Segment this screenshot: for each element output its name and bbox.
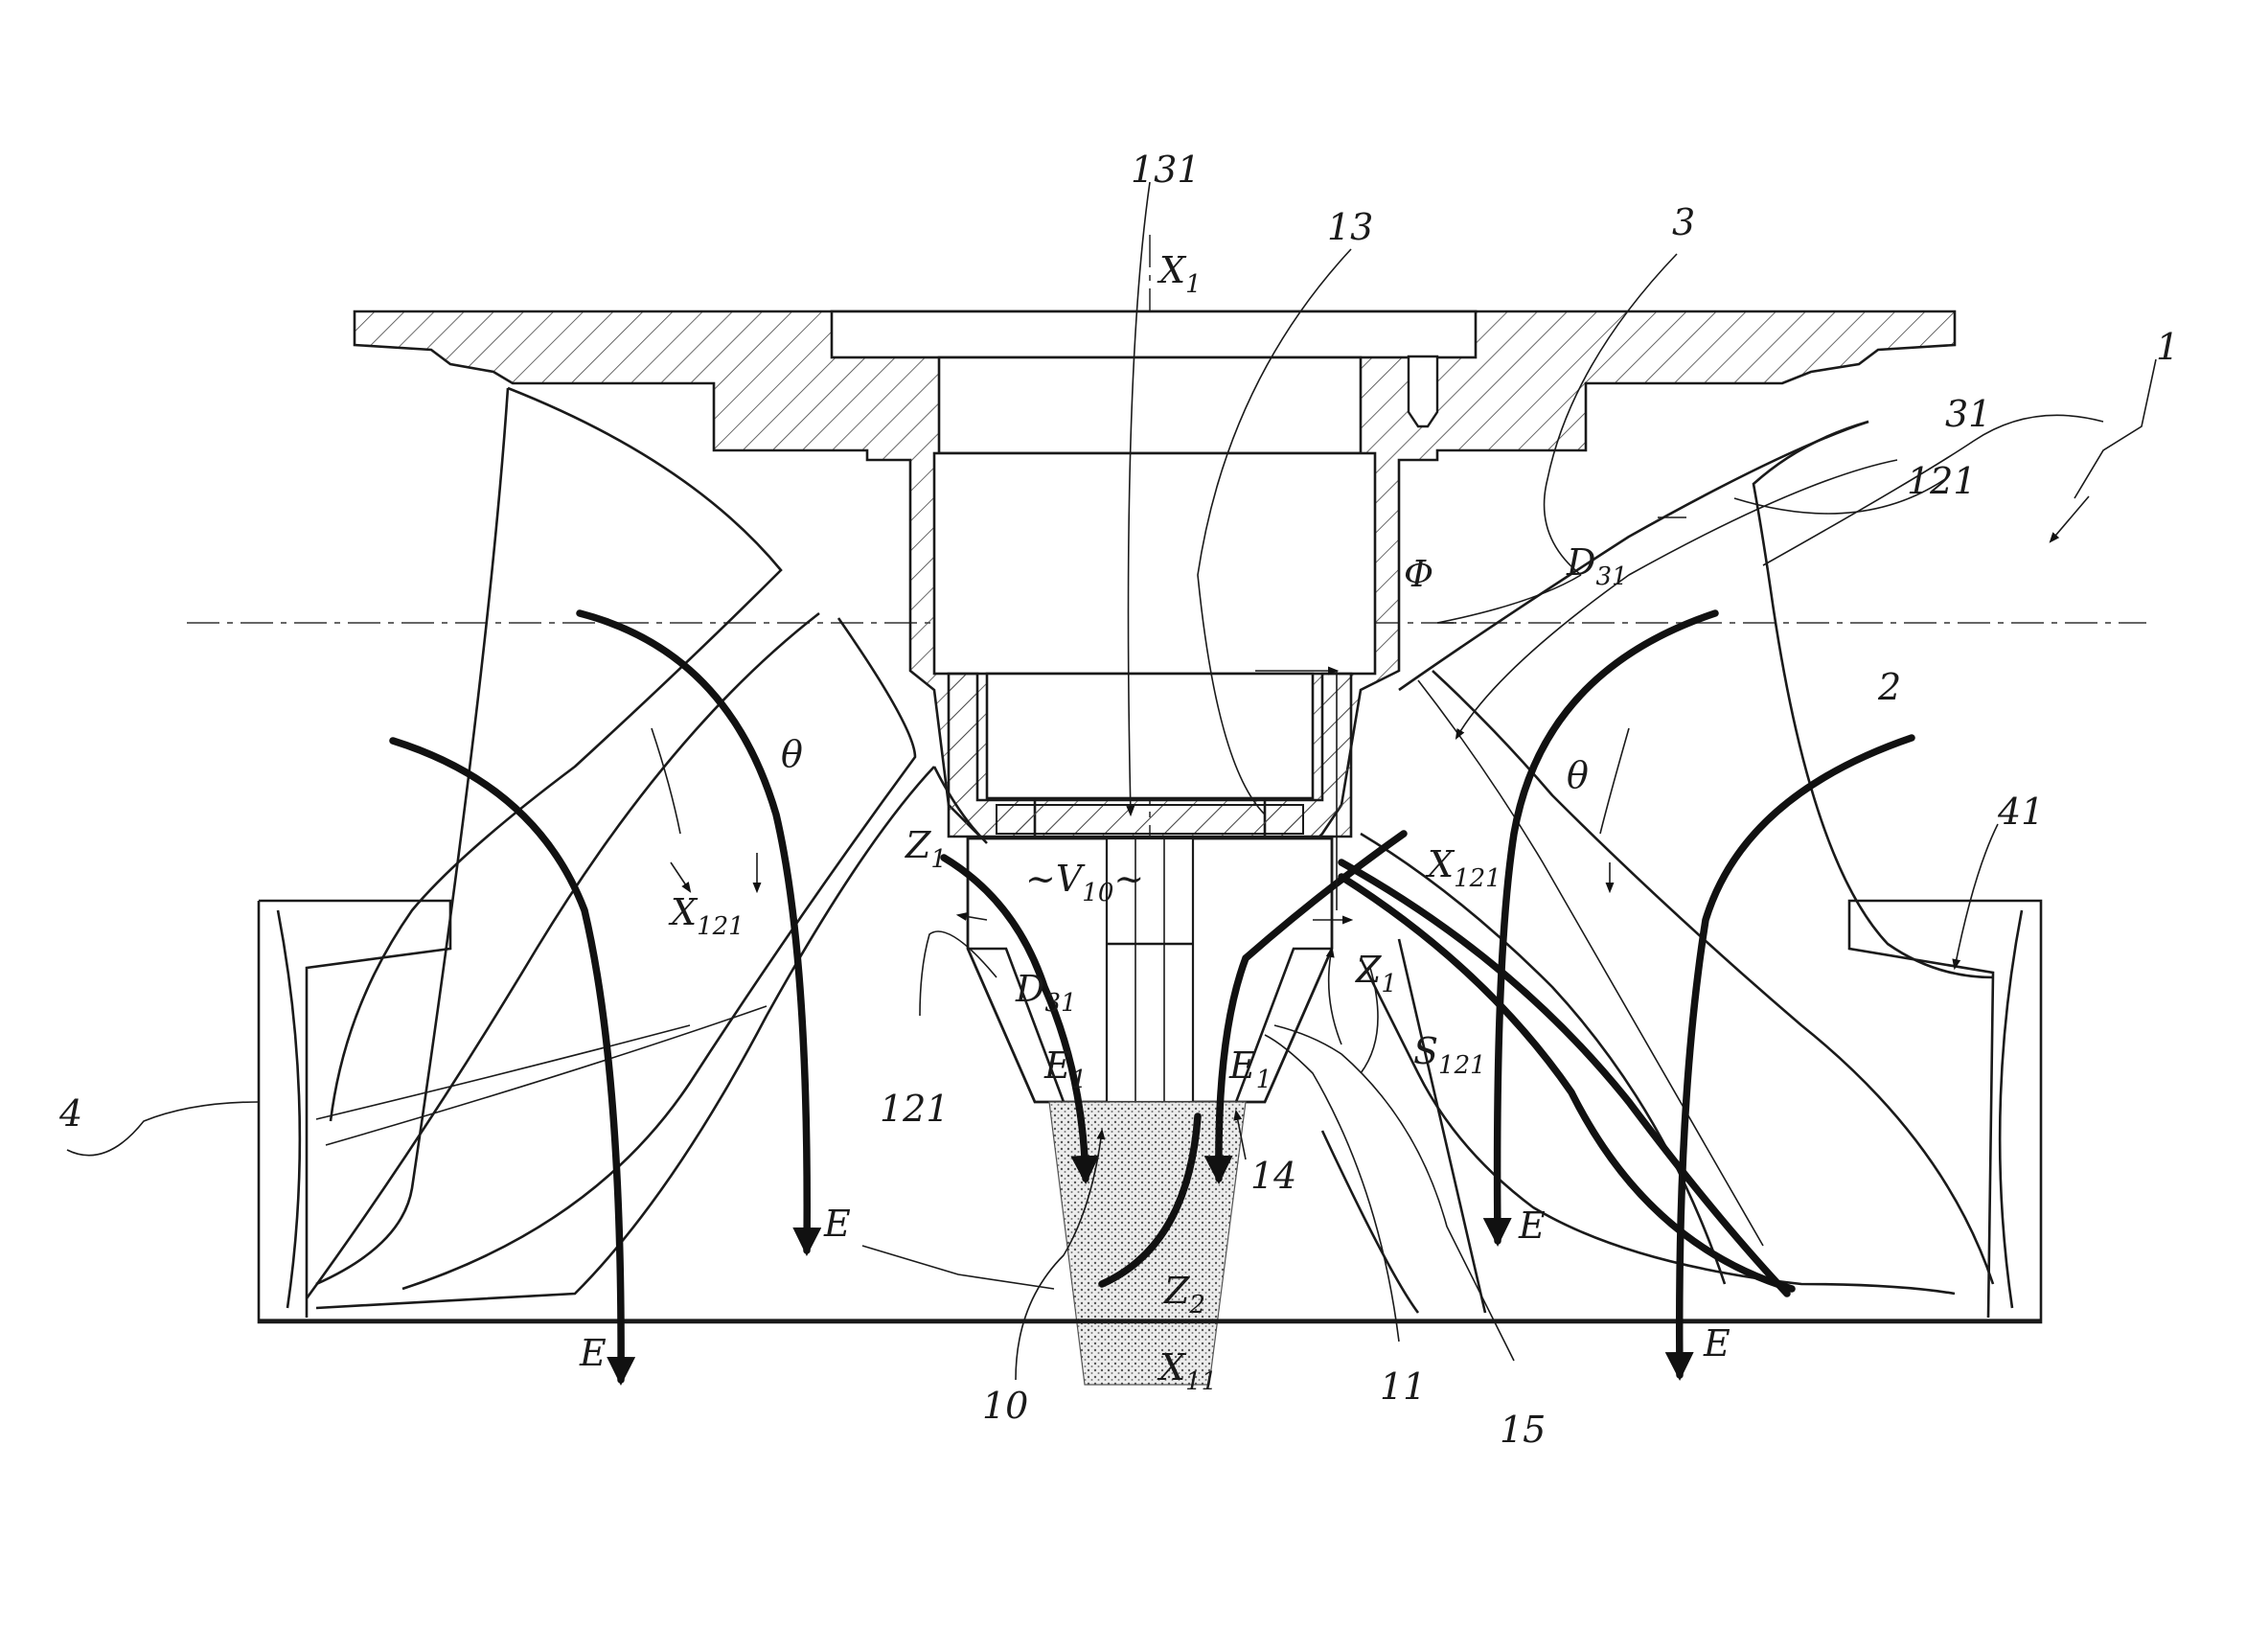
label-z1-left: Z1 [905,824,947,874]
label-3: 3 [1672,201,1695,243]
top-recess [832,311,1476,357]
label-14: 14 [1250,1155,1296,1197]
label-4: 4 [58,1092,82,1135]
label-e-4: E [1703,1322,1730,1365]
label-theta-left: θ [781,733,803,775]
left-blade-outline [331,388,781,1121]
label-1: 1 [2156,326,2179,368]
flow-arrow-left-outer [393,741,621,1380]
label-15: 15 [1500,1409,1546,1451]
label-121-top: 121 [1907,460,1977,502]
orifice-plate [997,805,1303,834]
label-121-left: 121 [880,1088,950,1130]
label-x1: X1 [1157,249,1202,299]
label-s121: S121 [1413,1030,1486,1080]
bore-main [934,453,1375,674]
flow-arrow-right-outer [1680,738,1912,1375]
label-11: 11 [1380,1365,1426,1408]
locating-pin [1409,356,1437,426]
label-13: 13 [1327,206,1373,248]
label-e-2: E [579,1332,607,1374]
bore-upper [939,357,1361,453]
label-e-1: E [823,1203,851,1245]
label-d31-top: D31 [1566,541,1628,591]
label-10: 10 [982,1385,1028,1427]
label-e-3: E [1518,1205,1546,1247]
label-x121-left: X121 [668,891,745,941]
label-41: 41 [1997,791,2044,833]
label-131: 131 [1131,149,1201,191]
label-31: 31 [1945,393,1991,435]
label-2: 2 [1877,666,1901,708]
label-phi: Φ [1404,553,1433,595]
label-theta-right: θ [1567,754,1589,796]
pipe-bore [987,674,1313,798]
